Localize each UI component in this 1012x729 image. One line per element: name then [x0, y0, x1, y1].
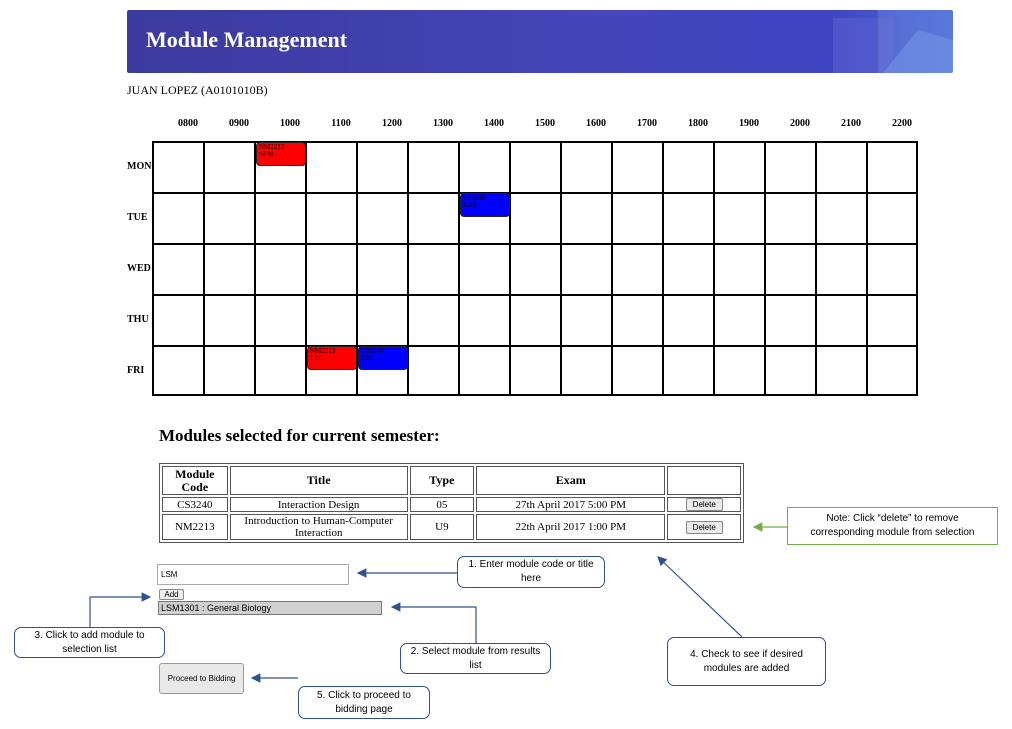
grid-line: [305, 143, 307, 394]
search-result-item[interactable]: LSM1301 : General Biology: [158, 601, 382, 615]
grid-line: [509, 143, 511, 394]
action-cell: Delete: [667, 514, 741, 540]
proceed-to-bidding-button[interactable]: Proceed to Bidding: [159, 663, 244, 694]
callout-proceed: 5. Click to proceed to bidding page: [298, 686, 430, 719]
time-label: 1700: [637, 118, 657, 129]
table-header-row: Module Code Title Type Exam: [162, 466, 741, 495]
grid-line: [154, 243, 916, 245]
timetable-slot[interactable]: CS3240 LAB: [460, 193, 510, 217]
callout-select-module: 2. Select module from results list: [400, 643, 551, 674]
column-header-type: Type: [409, 466, 475, 495]
delete-button[interactable]: Delete: [685, 520, 723, 534]
grid-line: [866, 143, 868, 394]
day-label: WED: [127, 263, 151, 274]
module-code: CS3240: [162, 497, 228, 512]
time-label: 1800: [688, 118, 708, 129]
module-type: 05: [409, 497, 475, 512]
arrow-2: [390, 602, 477, 643]
time-label: 2000: [790, 118, 810, 129]
time-label: 0800: [178, 118, 198, 129]
module-search-input[interactable]: [157, 564, 349, 585]
timetable-slot[interactable]: NM2213 LEC: [307, 346, 357, 370]
grid-line: [611, 143, 613, 394]
add-button[interactable]: Add: [159, 589, 184, 600]
time-label: 1400: [484, 118, 504, 129]
module-type: U9: [409, 514, 475, 540]
callout-check-modules: 4. Check to see if desired modules are a…: [667, 637, 826, 686]
page-title: Module Management: [146, 27, 348, 52]
day-label: THU: [127, 314, 149, 325]
grid-line: [154, 192, 916, 194]
student-name: JUAN LOPEZ (A0101010B): [127, 83, 268, 97]
timetable-slot[interactable]: CS3240 LEC: [358, 346, 408, 370]
time-label: 2200: [892, 118, 912, 129]
day-label: MON: [127, 161, 152, 172]
column-header-action: [667, 466, 741, 495]
column-header-title: Title: [229, 466, 408, 495]
grid-line: [764, 143, 766, 394]
grid-line: [560, 143, 562, 394]
grid-line: [815, 143, 817, 394]
timetable-grid: [152, 141, 918, 396]
grid-line: [254, 143, 256, 394]
arrow-4: [657, 556, 743, 638]
column-header-exam: Exam: [476, 466, 666, 495]
callout-add-module: 3. Click to add module to selection list: [14, 627, 165, 658]
time-label: 1900: [739, 118, 759, 129]
header-decoration: [833, 10, 953, 73]
callout-delete-note: Note: Click “delete” to remove correspon…: [787, 507, 998, 545]
module-code: NM2213: [162, 514, 228, 540]
grid-line: [713, 143, 715, 394]
grid-line: [356, 143, 358, 394]
time-label: 1100: [331, 118, 351, 129]
module-exam: 22th April 2017 1:00 PM: [476, 514, 666, 540]
selected-modules-heading: Modules selected for current semester:: [159, 426, 440, 445]
day-label: TUE: [127, 212, 148, 223]
action-cell: Delete: [667, 497, 741, 512]
arrow-3: [89, 592, 152, 627]
grid-line: [154, 294, 916, 296]
grid-line: [154, 345, 916, 347]
app-header: Module Management: [127, 10, 953, 73]
timetable-slot[interactable]: NM2213 SEM: [256, 142, 306, 166]
selected-modules-table: Module Code Title Type Exam CS3240 Inter…: [159, 463, 744, 543]
delete-button[interactable]: Delete: [685, 498, 723, 511]
table-row: NM2213 Introduction to Human-Computer In…: [162, 514, 741, 540]
module-exam: 27th April 2017 5:00 PM: [476, 497, 666, 512]
grid-line: [203, 143, 205, 394]
time-label: 2100: [841, 118, 861, 129]
time-label: 1500: [535, 118, 555, 129]
callout-enter-module: 1. Enter module code or title here: [457, 556, 605, 588]
module-title: Introduction to Human-Computer Interacti…: [229, 514, 408, 540]
time-label: 0900: [229, 118, 249, 129]
time-label: 1600: [586, 118, 606, 129]
module-title: Interaction Design: [229, 497, 408, 512]
table-row: CS3240 Interaction Design 05 27th April …: [162, 497, 741, 512]
time-label: 1000: [280, 118, 300, 129]
time-label: 1200: [382, 118, 402, 129]
grid-line: [407, 143, 409, 394]
grid-line: [662, 143, 664, 394]
column-header-code: Module Code: [162, 466, 228, 495]
time-label: 1300: [433, 118, 453, 129]
grid-line: [458, 143, 460, 394]
day-label: FRI: [127, 365, 145, 376]
